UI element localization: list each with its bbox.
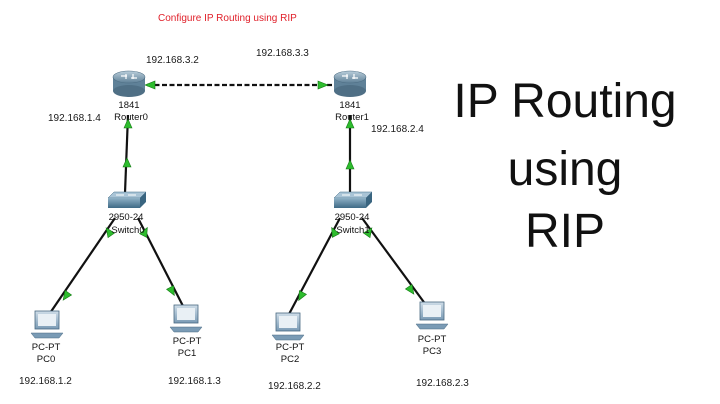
router-name-label: Router1	[335, 112, 369, 123]
router1-lan-ip-label: 192.168.2.4	[371, 124, 424, 135]
heading-line-3: RIP	[524, 205, 605, 258]
router0-serial-ip-label: 192.168.3.2	[146, 55, 199, 66]
router1[interactable]: 1841 Router1	[333, 70, 369, 123]
pc-name-label: PC0	[37, 354, 55, 365]
link-indicator-icon	[144, 80, 156, 90]
pc-model-label: PC-PT	[32, 342, 61, 353]
link-switch1-pc3	[361, 217, 427, 306]
switch1[interactable]: 2950-24 Switch1	[333, 191, 373, 236]
link-indicator-icon	[317, 80, 329, 90]
pc-ip-label: 192.168.1.2	[19, 376, 72, 387]
link-indicator-icon	[122, 157, 132, 168]
heading-line-1: IP Routing	[453, 75, 677, 128]
router-model-label: 1841	[339, 100, 360, 111]
switch-model-label: 2950-24	[335, 212, 370, 223]
pc-model-label: PC-PT	[276, 342, 305, 353]
pc-icon	[415, 301, 449, 330]
router1-serial-ip-label: 192.168.3.3	[256, 48, 309, 59]
router0[interactable]: 1841 Router0	[112, 70, 148, 123]
pc-model-label: PC-PT	[418, 334, 447, 345]
link-switch1-pc2	[287, 217, 341, 317]
pc-icon	[169, 304, 203, 333]
router-icon	[112, 70, 146, 97]
router-name-label: Router0	[114, 112, 148, 123]
router-model-label: 1841	[118, 100, 139, 111]
router0-lan-ip-label: 192.168.1.4	[48, 113, 101, 124]
switch-name-label: Switch1	[336, 225, 369, 236]
switch-name-label: Switch0	[111, 225, 144, 236]
pc-name-label: PC2	[281, 354, 299, 365]
link-switch0-pc0	[47, 217, 116, 317]
pc-name-label: PC1	[178, 348, 196, 359]
pc3[interactable]: PC-PT PC3 192.168.2.3	[415, 301, 469, 389]
switch-icon	[333, 191, 373, 208]
diagram-title: Configure IP Routing using RIP	[158, 13, 297, 24]
switch-model-label: 2950-24	[109, 212, 144, 223]
heading-line-2: using	[507, 143, 623, 196]
pc-name-label: PC3	[423, 346, 441, 357]
pc2[interactable]: PC-PT PC2 192.168.2.2	[268, 312, 321, 392]
pc1[interactable]: PC-PT PC1 192.168.1.3	[168, 304, 221, 387]
pc-ip-label: 192.168.2.2	[268, 381, 321, 392]
pc-icon	[271, 312, 305, 341]
pc-model-label: PC-PT	[173, 336, 202, 347]
switch-icon	[107, 191, 147, 208]
switch0[interactable]: 2950-24 Switch0	[107, 191, 147, 236]
pc-icon	[30, 310, 64, 339]
pc-ip-label: 192.168.2.3	[416, 378, 469, 389]
link-indicator-icon	[345, 159, 355, 170]
pc-ip-label: 192.168.1.3	[168, 376, 221, 387]
pc0[interactable]: PC-PT PC0 192.168.1.2	[19, 310, 72, 387]
router-icon	[333, 70, 367, 97]
